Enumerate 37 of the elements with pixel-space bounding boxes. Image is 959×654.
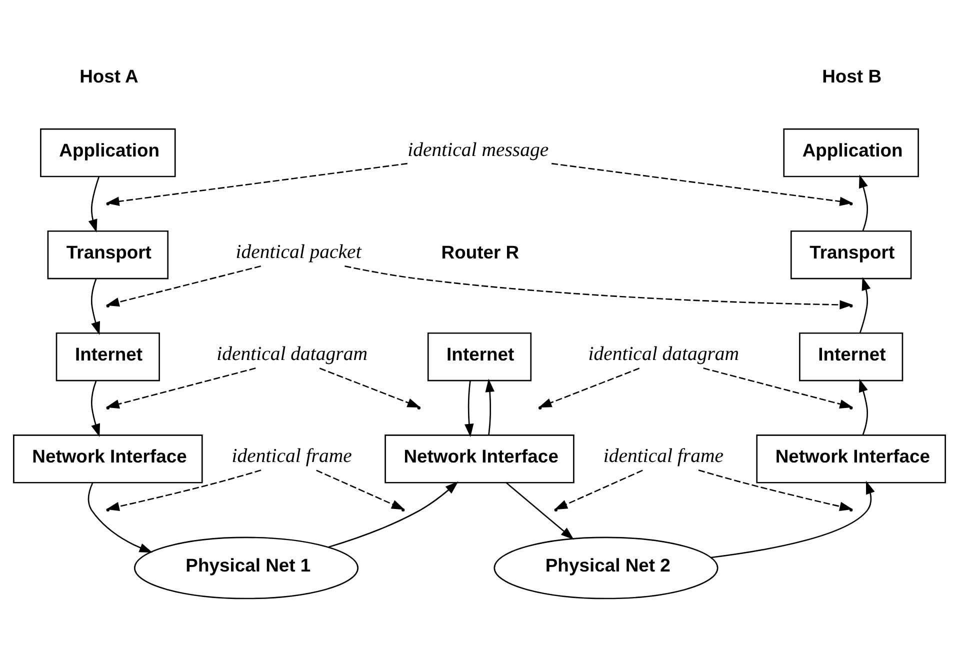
node-box: Application — [783, 128, 919, 178]
node-text: identical packet — [236, 241, 362, 264]
node-text: identical frame — [232, 445, 352, 468]
node-text: identical message — [408, 139, 549, 162]
arrow — [328, 481, 458, 548]
node-box: Transport — [47, 230, 169, 280]
arrow — [506, 482, 574, 540]
node-box: Application — [40, 128, 176, 178]
arrow — [88, 482, 153, 553]
node-box: Internet — [799, 332, 904, 382]
node-text: identical datagram — [216, 343, 368, 366]
node-text: identical datagram — [588, 343, 740, 366]
arrow — [711, 480, 875, 558]
node-ellipse: Physical Net 1 — [134, 536, 359, 600]
arrow — [858, 378, 868, 435]
arrow — [858, 174, 868, 231]
arrow — [316, 470, 405, 510]
node-box: Transport — [790, 230, 912, 280]
node-ellipse: Physical Net 2 — [494, 536, 718, 600]
arrow — [91, 278, 100, 335]
arrow — [88, 176, 100, 233]
arrow — [859, 277, 871, 334]
node-box: Network Interface — [13, 434, 203, 484]
node-text: identical frame — [603, 445, 724, 468]
arrow — [464, 380, 474, 438]
label: Host A — [80, 66, 138, 87]
node-box: Network Interface — [384, 434, 574, 484]
node-box: Internet — [427, 332, 532, 382]
arrow — [538, 368, 640, 408]
arrow — [319, 368, 421, 408]
arrow — [91, 380, 100, 438]
node-box: Internet — [56, 332, 160, 382]
label: Host B — [822, 66, 882, 87]
node-box: Network Interface — [756, 434, 946, 484]
label: Router R — [441, 241, 520, 262]
arrow — [554, 470, 643, 510]
arrow — [485, 378, 494, 436]
